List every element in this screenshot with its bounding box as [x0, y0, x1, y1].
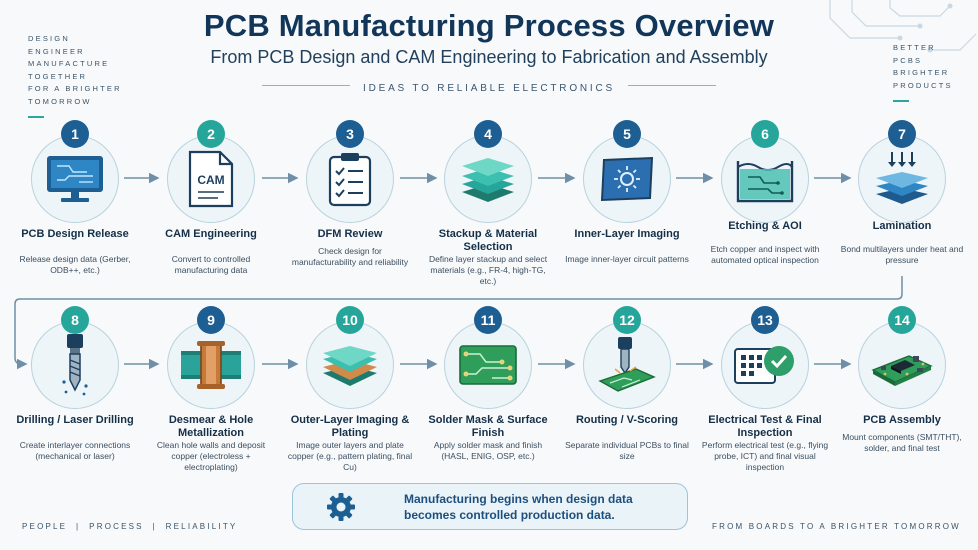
step-number: 1	[61, 120, 89, 148]
tagline: IDEAS TO RELIABLE ELECTRONICS	[363, 83, 615, 94]
layer-stack-icon	[462, 158, 514, 202]
step-number: 4	[474, 120, 502, 148]
step-description: Image inner-layer circuit patterns	[565, 254, 689, 264]
step-title: Desmear & Hole Metallization	[168, 414, 254, 439]
cam-file-icon: CAM	[188, 150, 234, 208]
step-title: DFM Review	[317, 228, 383, 240]
tagline-rule-left	[262, 85, 350, 86]
step-description: Create interlayer connections (mechanica…	[19, 440, 131, 461]
checklist-icon	[328, 153, 372, 207]
step-number: 8	[61, 306, 89, 334]
step-number: 11	[474, 306, 502, 334]
corner-accent-bar	[893, 100, 909, 102]
step-title: Routing / V-Scoring	[575, 414, 679, 426]
step-description: Mount components (SMT/THT), solder, and …	[842, 432, 962, 453]
step-number: 5	[613, 120, 641, 148]
step-title: Stackup & Material Selection	[438, 228, 538, 253]
step-title: Inner-Layer Imaging	[574, 228, 680, 240]
corner-text-right: BETTER PCBS BRIGHTER PRODUCTS	[893, 42, 953, 102]
callout-text: Manufacturing begins when design data be…	[404, 492, 633, 522]
step-title: Solder Mask & Surface Finish	[428, 414, 548, 439]
step-title: Etching & AOI	[728, 220, 802, 232]
page-title: PCB Manufacturing Process Overview	[203, 8, 775, 43]
step-title: CAM Engineering	[165, 228, 257, 240]
corner-accent-bar	[28, 116, 44, 118]
footer-left: PEOPLE | PROCESS | RELIABILITY	[22, 522, 238, 531]
step-number: 7	[888, 120, 916, 148]
step-number: 10	[336, 306, 364, 334]
monitor-circuit-icon	[47, 156, 103, 202]
drill-bit-icon	[62, 334, 88, 396]
step-title: Electrical Test & Final Inspection	[708, 414, 822, 439]
step-description: Separate individual PCBs to final size	[565, 440, 689, 461]
tagline-rule-right	[628, 85, 716, 86]
callout-box	[292, 483, 688, 530]
step-title: Outer-Layer Imaging & Plating	[290, 414, 410, 439]
step-title: Drilling / Laser Drilling	[16, 414, 134, 426]
circuit-trace-decoration	[829, 0, 977, 53]
step-description: Release design data (Gerber, ODB++, etc.…	[19, 254, 131, 275]
step-description: Etch copper and inspect with automated o…	[710, 244, 820, 265]
step-description: Perform electrical test (e.g., flying pr…	[701, 440, 829, 472]
step-title: Lamination	[872, 220, 932, 232]
step-description: Clean hole walls and deposit copper (ele…	[156, 440, 266, 472]
lamination-press-icon	[876, 152, 928, 204]
etching-bath-icon	[736, 161, 794, 203]
router-bit-icon	[598, 337, 656, 392]
step-description: Bond multilayers under heat and pressure	[840, 244, 964, 265]
step-number: 13	[751, 306, 779, 334]
step-title: PCB Assembly	[863, 414, 941, 426]
test-check-icon	[734, 346, 794, 384]
step-title: PCB Design Release	[21, 228, 129, 240]
assembled-board-icon	[871, 355, 933, 386]
step-description: Image outer layers and plate copper (e.g…	[287, 440, 413, 472]
step-number: 12	[613, 306, 641, 334]
svg-text:CAM: CAM	[197, 173, 224, 187]
plated-hole-icon	[181, 341, 241, 389]
step-number: 14	[888, 306, 916, 334]
imaging-panel-icon	[600, 156, 654, 202]
step-description: Convert to controlled manufacturing data	[171, 254, 251, 275]
page-subtitle: From PCB Design and CAM Engineering to F…	[210, 47, 768, 67]
step-number: 6	[751, 120, 779, 148]
step-description: Define layer stackup and select material…	[428, 254, 548, 286]
step-number: 9	[197, 306, 225, 334]
corner-text-left: DESIGN ENGINEER MANUFACTURE TOGETHER FOR…	[28, 33, 122, 118]
gear-icon	[327, 493, 355, 521]
footer-right: FROM BOARDS TO A BRIGHTER TOMORROW	[712, 522, 961, 531]
step-number: 2	[197, 120, 225, 148]
plated-board-icon	[323, 346, 377, 386]
solder-mask-board-icon	[459, 345, 517, 385]
step-description: Check design for manufacturability and r…	[291, 246, 409, 267]
step-description: Apply solder mask and finish (HASL, ENIG…	[433, 440, 543, 461]
step-number: 3	[336, 120, 364, 148]
